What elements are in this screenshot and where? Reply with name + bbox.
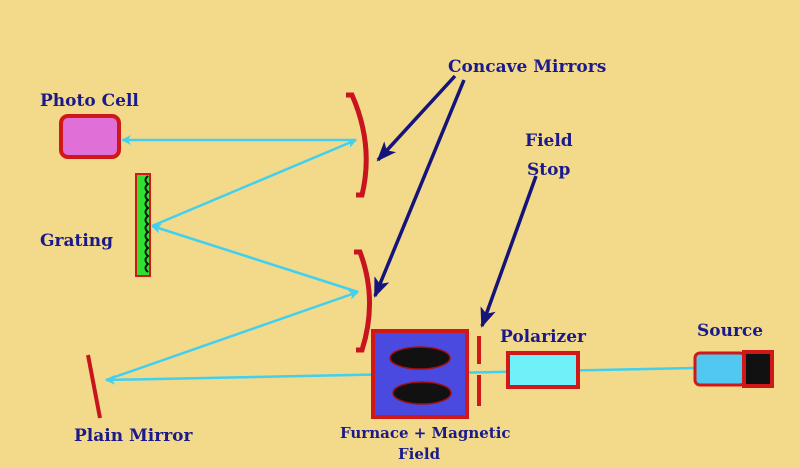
pointer-arrow-upper-mirror [376,74,457,162]
polarizer [506,351,580,389]
pointer-arrow-field-stop [480,175,538,328]
pointer-arrow-lower-mirror [373,79,466,298]
photo-cell-label: Photo Cell [40,91,139,111]
field-stop-label-line1: Field [525,131,573,151]
source-label: Source [697,321,763,341]
pointer-arrows [373,74,538,328]
beam-grating-to-upper-mirror [151,138,357,228]
furnace-label-line1: Furnace + Magnetic [340,424,511,442]
concave-mirrors-label: Concave Mirrors [448,57,606,77]
beam-lower-mirror-to-grating [151,223,359,294]
source [693,350,774,388]
furnace-magnetic-field [371,329,469,419]
field-stop-label-line2: Stop [527,160,570,180]
furnace-label-line2: Field [398,445,441,463]
upper-concave-mirror [346,92,369,198]
plain-mirror [86,354,102,419]
polarizer-label: Polarizer [500,327,587,347]
plain-mirror-label: Plain Mirror [74,426,194,446]
lower-concave-mirror [354,249,373,353]
grating-label: Grating [40,231,113,251]
photo-cell [59,114,121,159]
grating [135,173,151,277]
beam-plain-to-lower-mirror [105,290,359,382]
